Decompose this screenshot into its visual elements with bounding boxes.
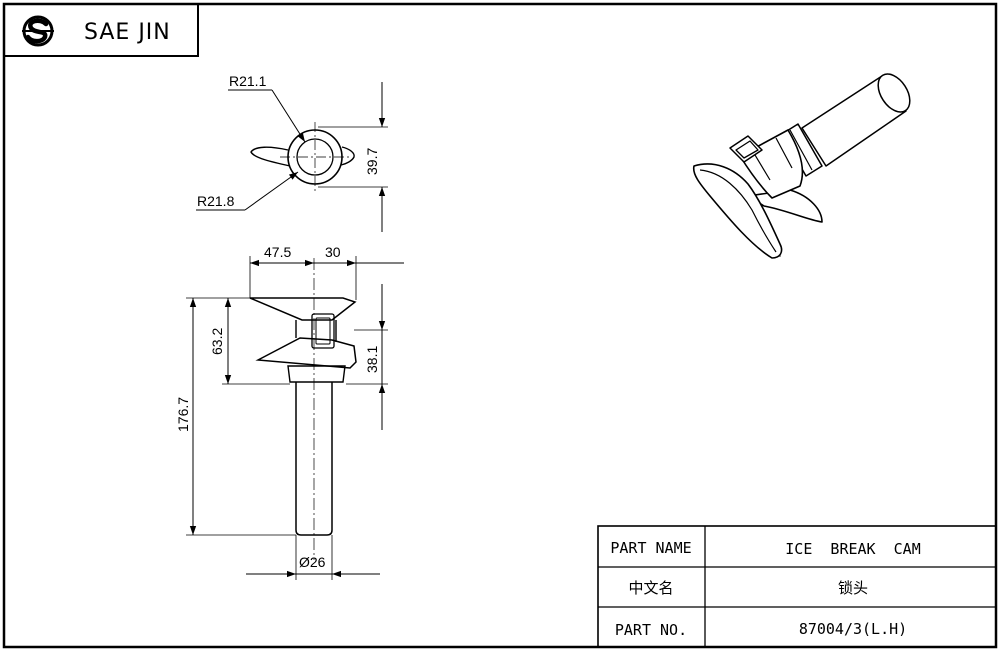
title-label-chinese-name: 中文名 [628,579,673,597]
title-value-part-name: ICE BREAK CAM [785,540,920,558]
title-label-part-no: PART NO. [615,621,687,639]
isometric-view [692,73,911,259]
dim-height-top: 39.7 [364,148,380,175]
dim-lower-height: 38.1 [364,346,380,373]
dim-shaft-diameter: Ø26 [299,554,326,570]
top-view: R21.1 R21.8 39.7 [196,73,388,232]
front-view: 47.5 30 63.2 176.7 38.1 Ø26 [175,244,404,580]
title-label-part-name: PART NAME [610,539,691,557]
sae-jin-logo-icon [22,15,54,47]
dim-cam-height: 63.2 [209,328,225,355]
title-block: PART NAME ICE BREAK CAM 中文名 锁头 PART NO. … [597,525,997,648]
title-value-part-no: 87004/3(L.H) [799,620,907,638]
header-box: SAE JIN [4,4,199,57]
dim-right-width: 30 [325,244,341,260]
dim-radius-lower: R21.8 [197,193,235,209]
dim-left-width: 47.5 [264,244,291,260]
title-value-chinese-name: 锁头 [838,579,868,597]
dim-radius-upper: R21.1 [229,73,267,89]
company-name: SAE JIN [84,20,171,45]
dim-total-length: 176.7 [175,397,191,432]
